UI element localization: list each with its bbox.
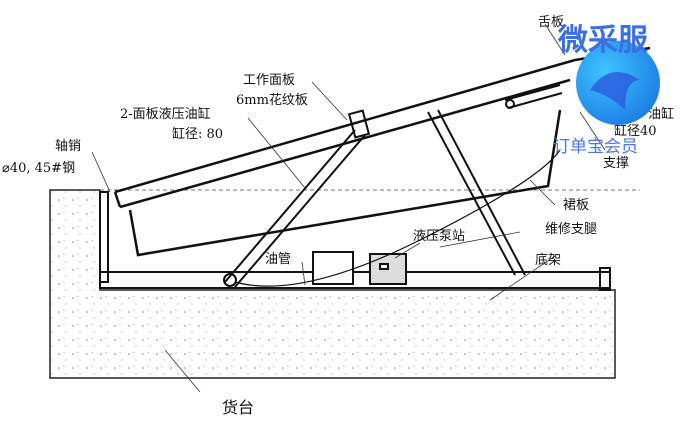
watermark-logo [576,41,660,125]
panel-cylinder [223,109,371,288]
label-brace: 支撑 [603,156,629,171]
label-base-frame: 底架 [535,252,561,268]
lip-cylinder [504,84,563,109]
watermark-subtitle: 订单宝会员 [553,137,638,157]
base-frame [99,271,611,289]
label-cylinder-bore: 缸径: 80 [172,126,223,142]
label-oil-pipe: 油管 [265,252,291,267]
label-lip-cylinder: 油缸 [648,106,674,122]
label-pivot-pin: 轴销 [55,139,81,154]
label-panel-material: 6mm花纹板 [236,92,308,108]
oil-pipe [234,149,561,287]
label-work-panel: 工作面板 [243,73,295,88]
label-maintenance-leg: 维修支腿 [545,222,597,237]
label-pump-station: 液压泵站 [413,229,465,244]
watermark-title: 微采服 [557,23,649,58]
label-panel-cylinder: 2-面板液压油缸 [120,106,211,122]
label-pivot-pin-spec: ⌀40, 45#钢 [2,161,75,176]
hydraulic-pump-station [312,251,407,285]
label-skirt: 裙板 [563,198,589,213]
maintenance-leg [427,109,526,276]
label-lip-cylinder-bore: 缸径40 [614,123,657,139]
label-dock: 货台 [222,398,254,417]
label-lip: 舌板 [538,15,564,30]
